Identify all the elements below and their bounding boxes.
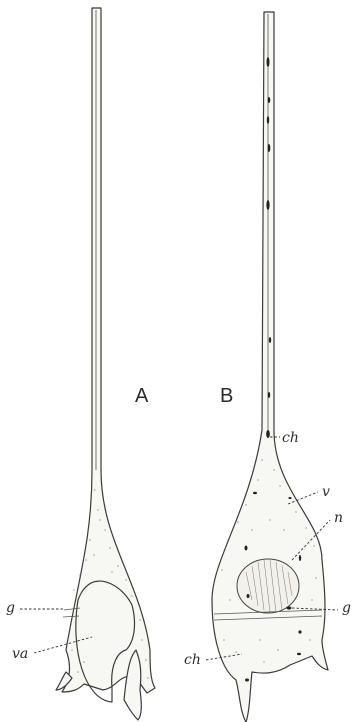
cell-a xyxy=(56,8,155,720)
label-g-right: g xyxy=(342,600,351,616)
panel-b-label: B xyxy=(220,385,233,407)
label-v: v xyxy=(322,484,330,500)
label-g-left: g xyxy=(6,600,15,616)
label-va: va xyxy=(12,646,28,662)
panel-a-label: A xyxy=(135,385,149,407)
cell-b xyxy=(212,12,328,722)
cell-a-outline xyxy=(62,8,155,693)
label-n: n xyxy=(334,510,343,526)
cell-b-nucleus xyxy=(237,559,299,613)
label-ch-lower: ch xyxy=(184,652,201,668)
cell-b-outline xyxy=(212,12,328,722)
label-ch-upper: ch xyxy=(282,430,299,446)
